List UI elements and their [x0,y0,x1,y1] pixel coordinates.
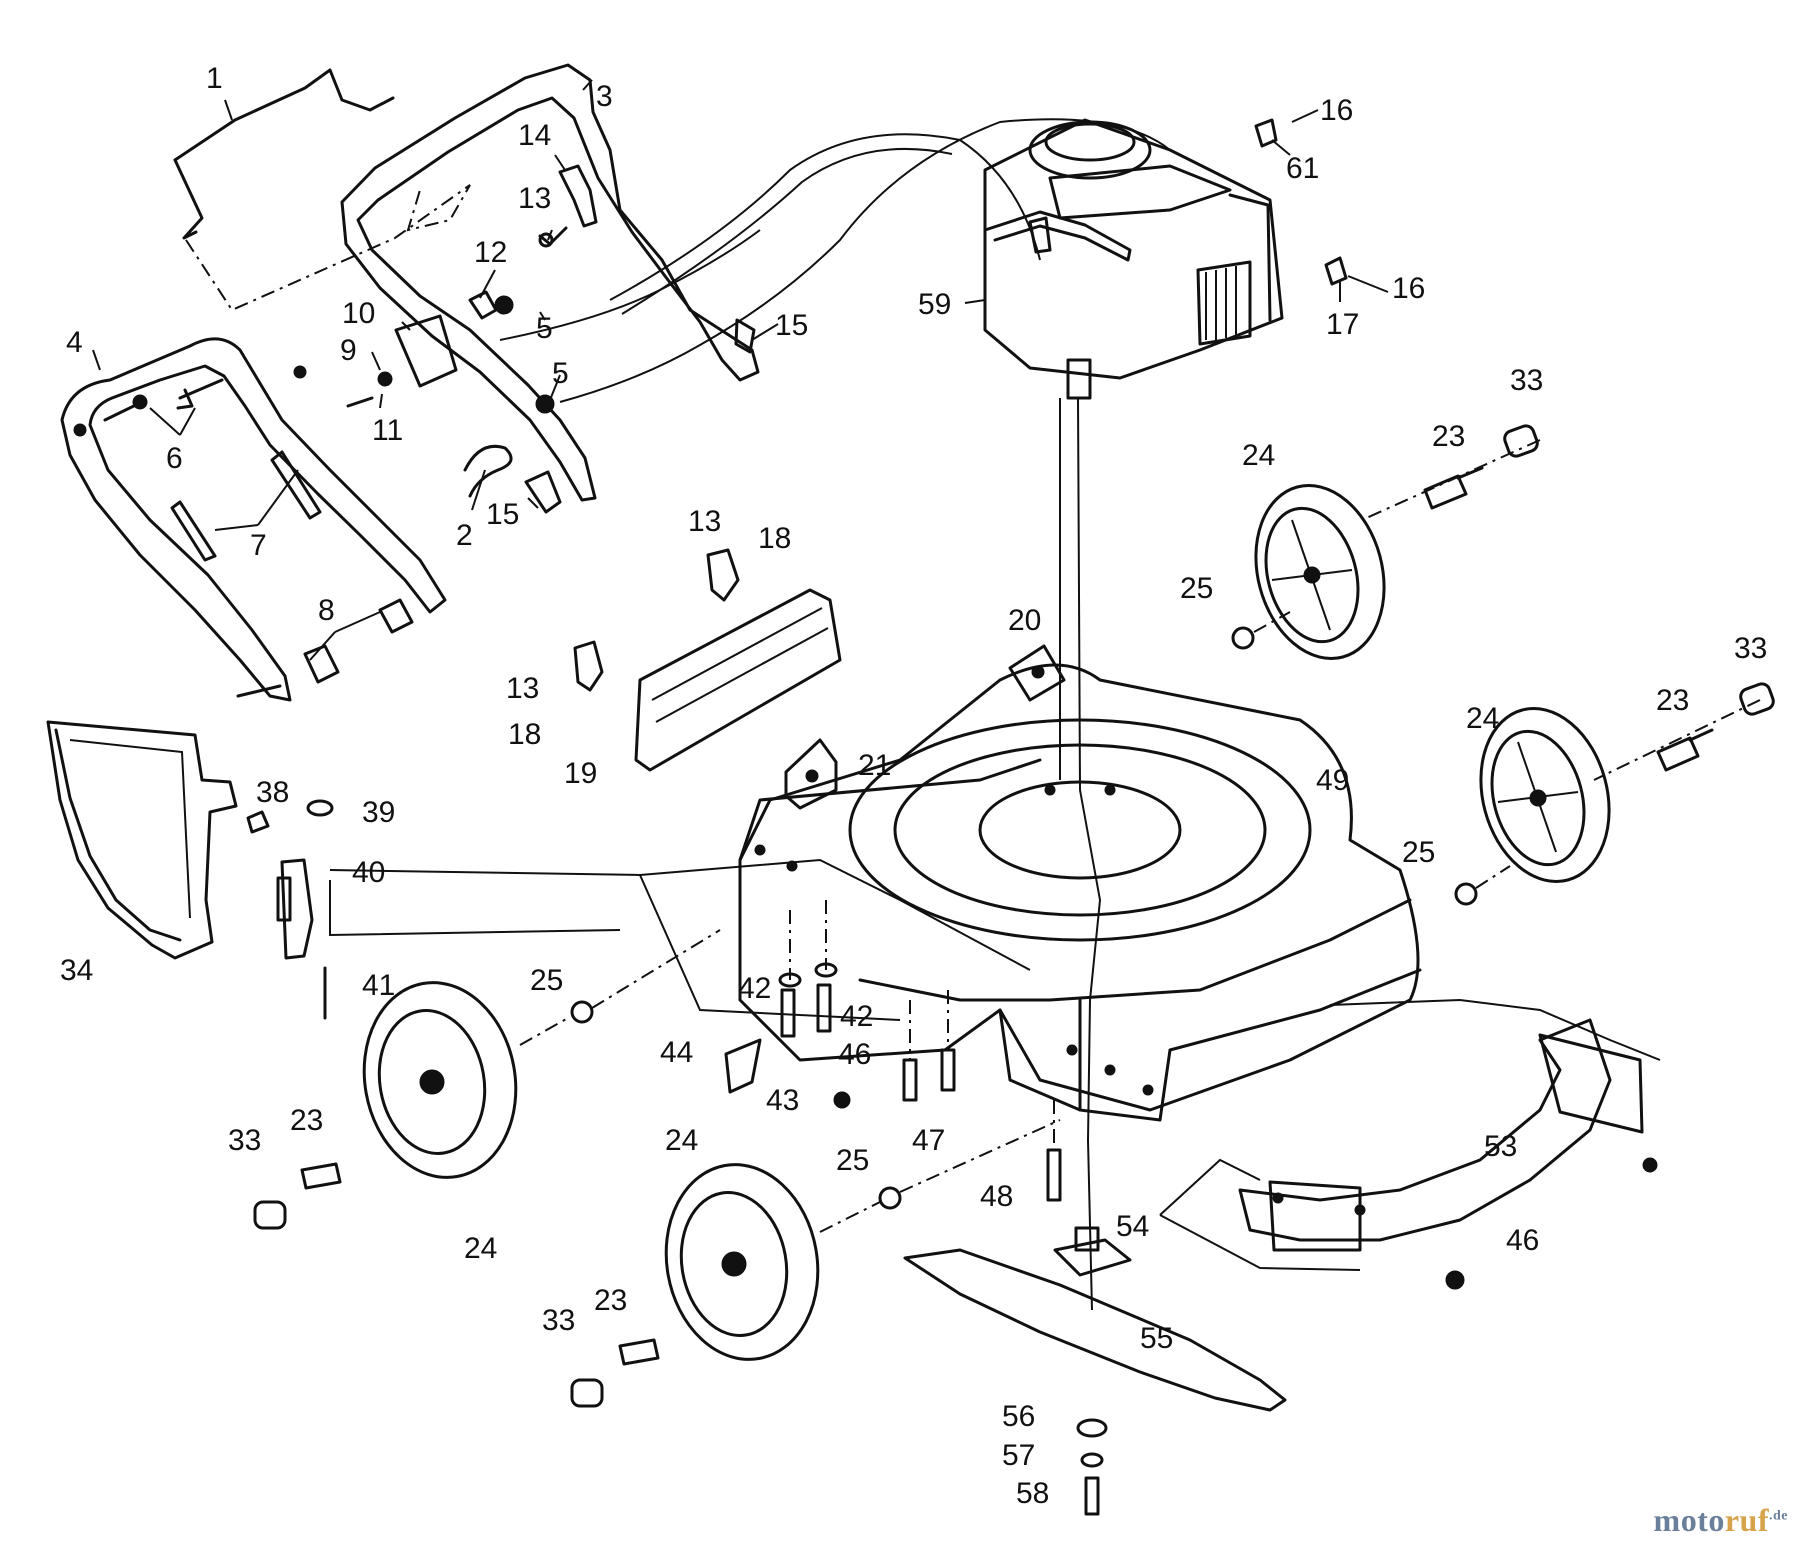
part-engine [983,118,1348,400]
callout-label: 39 [362,796,395,829]
callout-label: 48 [980,1180,1013,1213]
callout-label: 55 [1140,1322,1173,1355]
callout-label: 11 [372,414,403,447]
part-upper-handle [340,63,760,502]
callout-label: 7 [250,529,267,562]
callout-label: 20 [1008,604,1041,637]
part-crankshaft-axis [1059,397,1102,1311]
callout-label: 47 [912,1124,945,1157]
callout-label: 19 [564,757,597,790]
callout-label: 21 [858,749,891,782]
callout-leaders [92,79,1389,661]
callout-label: 25 [1180,572,1213,605]
part-grass-bag-frame [46,720,334,1020]
callout-label: 17 [1326,308,1359,341]
callout-label: 3 [596,80,613,113]
wheel-front-right [664,1163,820,1361]
watermark-tld: .de [1769,1508,1788,1524]
callout-label: 42 [840,1000,873,1033]
part-blade-assembly [903,1226,1287,1516]
part-wheels [362,483,1611,1361]
callout-label: 24 [1466,702,1499,735]
watermark-logo: motoruf.de [1654,1502,1788,1539]
callout-label: 33 [1734,632,1767,665]
callout-label: 12 [474,236,507,269]
callout-label: 2 [456,519,473,552]
callout-label: 46 [1506,1224,1539,1257]
callout-labels: 1 3 14 13 12 10 5 5 9 11 4 6 7 2 15 15 8… [60,62,1767,1510]
callout-label: 24 [665,1124,698,1157]
callout-label: 6 [166,442,183,475]
part-lower-handle [60,337,447,702]
callout-label: 4 [66,326,83,359]
callout-label: 18 [758,522,791,555]
callout-label: 34 [60,954,93,987]
part-control-cables [499,118,1171,403]
callout-label: 46 [838,1038,871,1071]
callout-label: 57 [1002,1439,1035,1472]
callout-label: 25 [530,964,563,997]
watermark-text-b: ruf [1724,1502,1769,1538]
callout-label: 13 [688,505,721,538]
callout-label: 14 [518,119,551,152]
callout-label: 49 [1316,764,1349,797]
callout-label: 15 [486,498,519,531]
callout-label: 15 [775,309,808,342]
callout-label: 54 [1116,1210,1149,1243]
wheel-mid-right [1479,706,1611,884]
callout-label: 23 [290,1104,323,1137]
part-rear-baffle [573,548,1066,810]
part-front-hardware [724,900,1062,1202]
callout-label: 16 [1392,272,1425,305]
callout-label: 38 [256,776,289,809]
callout-label: 5 [552,357,569,390]
callout-label: 33 [542,1304,575,1337]
callout-label: 9 [340,334,357,367]
part-blade-shield [1159,998,1661,1290]
part-deck [329,663,1422,1122]
callout-label: 53 [1484,1130,1517,1163]
watermark-text-a: moto [1653,1502,1725,1538]
callout-label: 13 [506,672,539,705]
callout-label: 5 [536,312,553,345]
callout-label: 25 [836,1144,869,1177]
callout-label: 10 [342,297,375,330]
callout-label: 40 [352,856,385,889]
callout-label: 23 [1656,684,1689,717]
callout-label: 23 [594,1284,627,1317]
callout-label: 56 [1002,1400,1035,1433]
part-grass-deflector [173,68,471,312]
callout-label: 59 [918,288,951,321]
callout-label: 61 [1286,152,1319,185]
callout-label: 1 [206,62,223,95]
callout-label: 18 [508,718,541,751]
callout-label: 24 [1242,439,1275,472]
callout-label: 25 [1402,836,1435,869]
callout-label: 43 [766,1084,799,1117]
callout-label: 24 [464,1232,497,1265]
callout-label: 33 [1510,364,1543,397]
part-axle-hardware [253,424,1775,1408]
callout-label: 44 [660,1036,693,1069]
callout-label: 23 [1432,420,1465,453]
callout-label: 42 [738,972,771,1005]
callout-label: 58 [1016,1477,1049,1510]
wheel-rear-right [1254,483,1386,661]
callout-label: 41 [362,969,395,1002]
callout-label: 13 [518,182,551,215]
part-handle-hardware [346,164,756,514]
callout-label: 33 [228,1124,261,1157]
callout-label: 16 [1320,94,1353,127]
wheel-front-left [362,981,518,1179]
callout-label: 8 [318,594,335,627]
